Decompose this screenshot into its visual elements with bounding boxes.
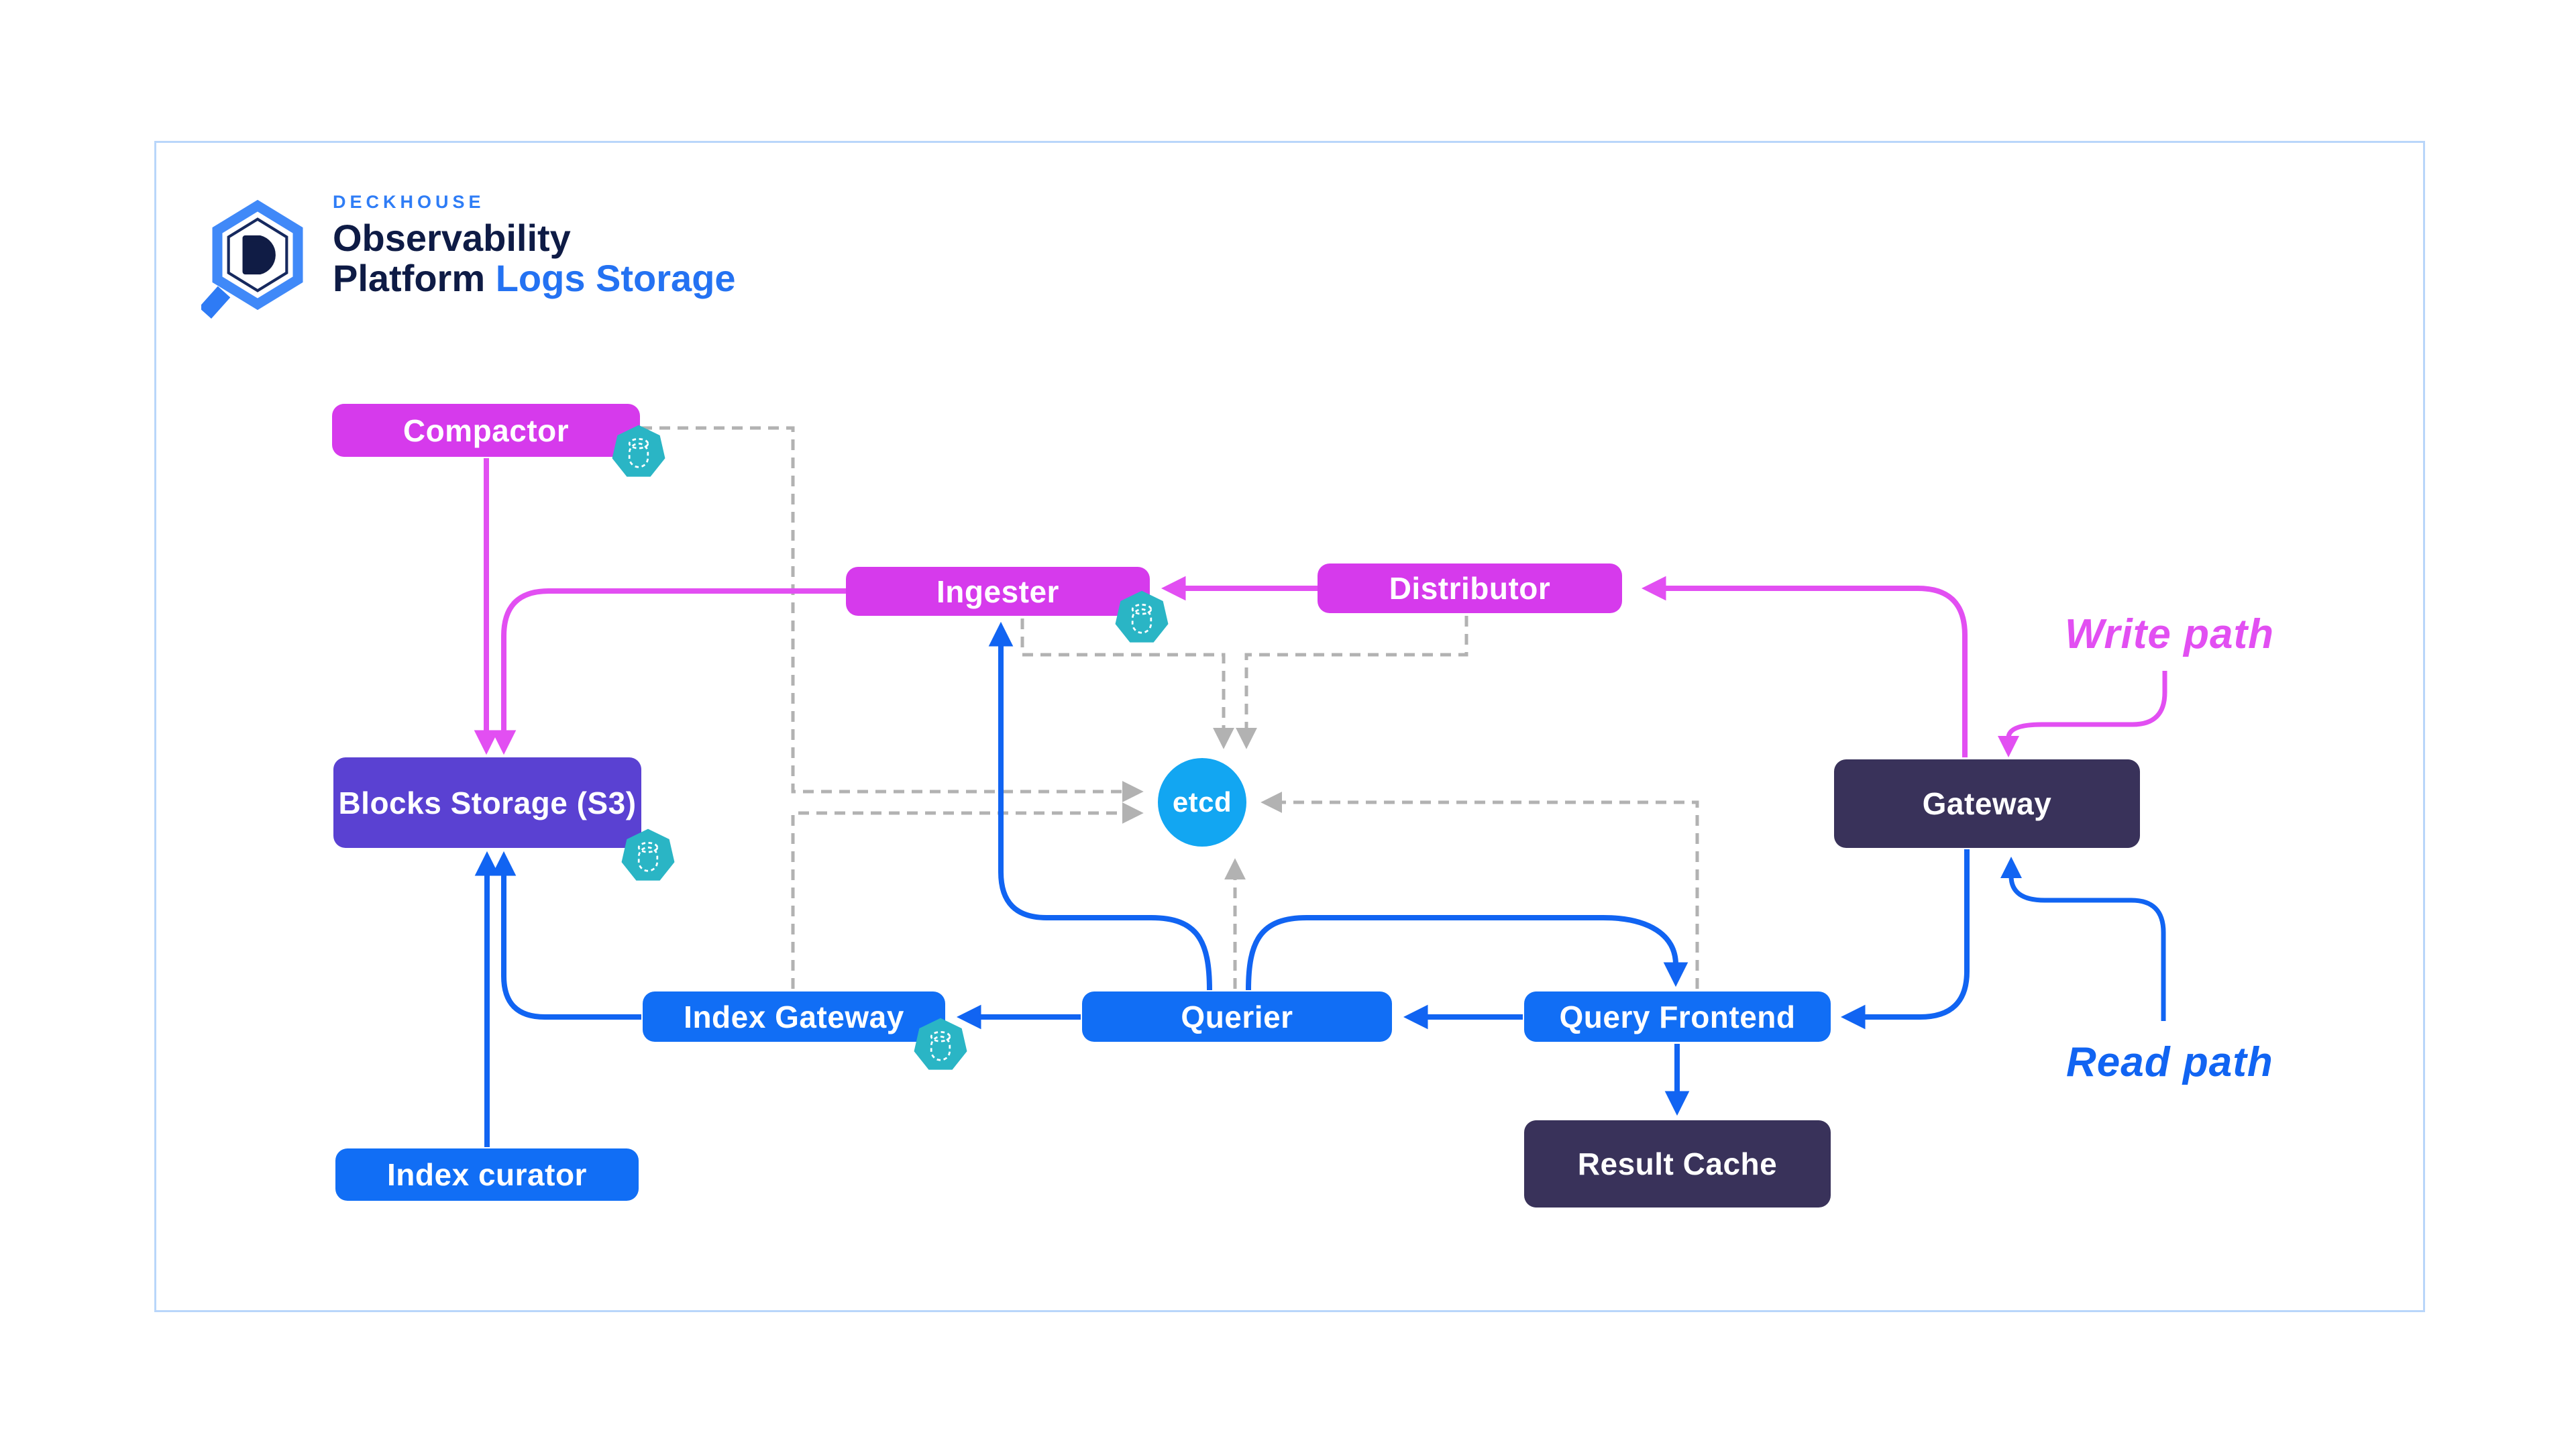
etcd-dashed-wires bbox=[641, 426, 1699, 989]
deckhouse-logo-icon bbox=[201, 199, 303, 319]
node-distributor: Distributor bbox=[1318, 564, 1622, 613]
read-path-wires bbox=[474, 621, 1970, 1147]
node-blocks-storage: Blocks Storage (S3) bbox=[333, 757, 641, 848]
node-querier: Querier bbox=[1082, 991, 1392, 1042]
write-path-wires bbox=[474, 458, 1968, 757]
logo-brand: DECKHOUSE bbox=[333, 192, 485, 212]
node-ingester: Ingester bbox=[846, 567, 1150, 616]
logo: DECKHOUSE Observability Platform Logs St… bbox=[201, 188, 736, 322]
storage-badge-icon bbox=[1115, 590, 1169, 643]
storage-badge-icon bbox=[621, 828, 675, 881]
node-query-frontend: Query Frontend bbox=[1524, 991, 1831, 1042]
write-path-label-connector bbox=[1997, 671, 2167, 757]
storage-badge-icon bbox=[612, 425, 665, 477]
node-etcd: etcd bbox=[1158, 758, 1246, 847]
node-index-gateway: Index Gateway bbox=[643, 991, 945, 1042]
logo-platform-text: Platform bbox=[333, 257, 486, 299]
write-path-label: Write path bbox=[2065, 611, 2274, 657]
node-result-cache: Result Cache bbox=[1524, 1120, 1831, 1208]
read-path-label: Read path bbox=[2066, 1039, 2273, 1085]
node-index-curator: Index curator bbox=[335, 1148, 639, 1201]
node-compactor: Compactor bbox=[332, 404, 640, 457]
logo-title-line1: Observability bbox=[333, 217, 571, 259]
node-gateway: Gateway bbox=[1834, 759, 2140, 848]
logo-subtitle: Logs Storage bbox=[495, 257, 736, 299]
read-path-label-connector bbox=[2000, 857, 2166, 1021]
storage-badge-icon bbox=[914, 1018, 967, 1070]
logo-title-line2: Platform Logs Storage bbox=[333, 258, 736, 299]
